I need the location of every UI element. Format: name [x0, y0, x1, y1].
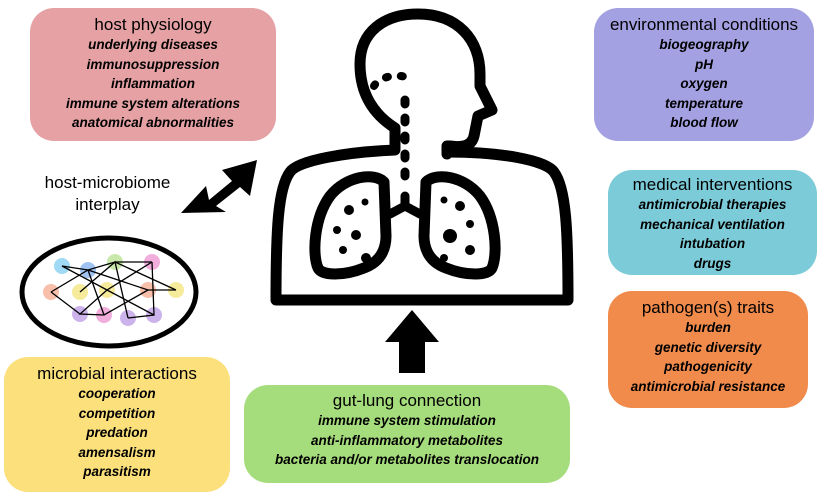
- list-item: parasitism: [83, 464, 151, 479]
- list-item: intubation: [679, 236, 746, 251]
- pathogen-traits-list: burden genetic diversity pathogenicity a…: [608, 318, 808, 396]
- host-microbiome-interplay-label: host-microbiome interplay: [20, 172, 195, 216]
- gut-lung-connection-title: gut-lung connection: [332, 391, 482, 410]
- list-item: oxygen: [680, 76, 728, 91]
- list-item: burden: [685, 320, 731, 335]
- list-item: pathogenicity: [664, 359, 752, 374]
- list-item: antimicrobial therapies: [638, 197, 787, 212]
- interplay-label-line1: host-microbiome: [44, 173, 171, 192]
- list-item: predation: [86, 425, 148, 440]
- list-item: antimicrobial resistance: [630, 378, 786, 394]
- list-item: underlying diseases: [88, 37, 218, 52]
- list-item: bacteria and/or metabolites translocatio…: [274, 452, 540, 467]
- list-item: anti-inflammatory metabolites: [310, 432, 504, 448]
- list-item: mechanical ventilation: [640, 216, 785, 232]
- lung-spots: [333, 196, 475, 263]
- list-item: cooperation: [78, 386, 156, 401]
- gut-lung-connection-box: gut-lung connection immune system stimul…: [244, 385, 570, 483]
- list-item: drugs: [693, 255, 732, 271]
- list-item: blood flow: [670, 115, 738, 130]
- up-arrow-icon: [385, 310, 439, 373]
- list-item: immunosuppression: [86, 56, 220, 72]
- list-item: inflammation: [110, 76, 195, 91]
- environmental-conditions-title: environmental conditions: [609, 15, 799, 34]
- list-item: competition: [78, 405, 156, 421]
- list-item: biogeography: [659, 37, 749, 52]
- environmental-conditions-list: biogeography pH oxygen temperature blood…: [594, 35, 814, 133]
- list-item: amensalism: [78, 444, 156, 460]
- host-physiology-list: underlying diseases immunosuppression in…: [30, 35, 276, 133]
- list-item: pH: [695, 56, 713, 72]
- medical-interventions-list: antimicrobial therapies mechanical venti…: [608, 195, 817, 273]
- microbial-interactions-list: cooperation competition predation amensa…: [4, 384, 230, 482]
- medical-interventions-title: medical interventions: [632, 175, 793, 194]
- list-item: anatomical abnormalities: [71, 115, 235, 130]
- environmental-conditions-box: environmental conditions biogeography pH…: [594, 8, 814, 141]
- double-headed-arrow-icon: [181, 160, 257, 213]
- interplay-label-line2: interplay: [75, 195, 140, 214]
- microbial-interactions-title: microbial interactions: [37, 364, 197, 383]
- microbial-network-icon: [19, 235, 199, 349]
- host-physiology-title: host physiology: [94, 15, 212, 34]
- microbial-interactions-box: microbial interactions cooperation compe…: [4, 357, 230, 492]
- pathogen-traits-box: pathogen(s) traits burden genetic divers…: [608, 291, 808, 408]
- medical-interventions-box: medical interventions antimicrobial ther…: [608, 170, 817, 275]
- pathogen-traits-title: pathogen(s) traits: [641, 298, 775, 317]
- list-item: temperature: [664, 95, 744, 111]
- gut-lung-connection-list: immune system stimulation anti-inflammat…: [244, 411, 570, 470]
- list-item: genetic diversity: [654, 339, 762, 355]
- host-physiology-box: host physiology underlying diseases immu…: [30, 8, 276, 141]
- list-item: immune system alterations: [65, 95, 241, 111]
- human-respiratory-system-icon: [270, 8, 574, 306]
- list-item: immune system stimulation: [318, 413, 496, 428]
